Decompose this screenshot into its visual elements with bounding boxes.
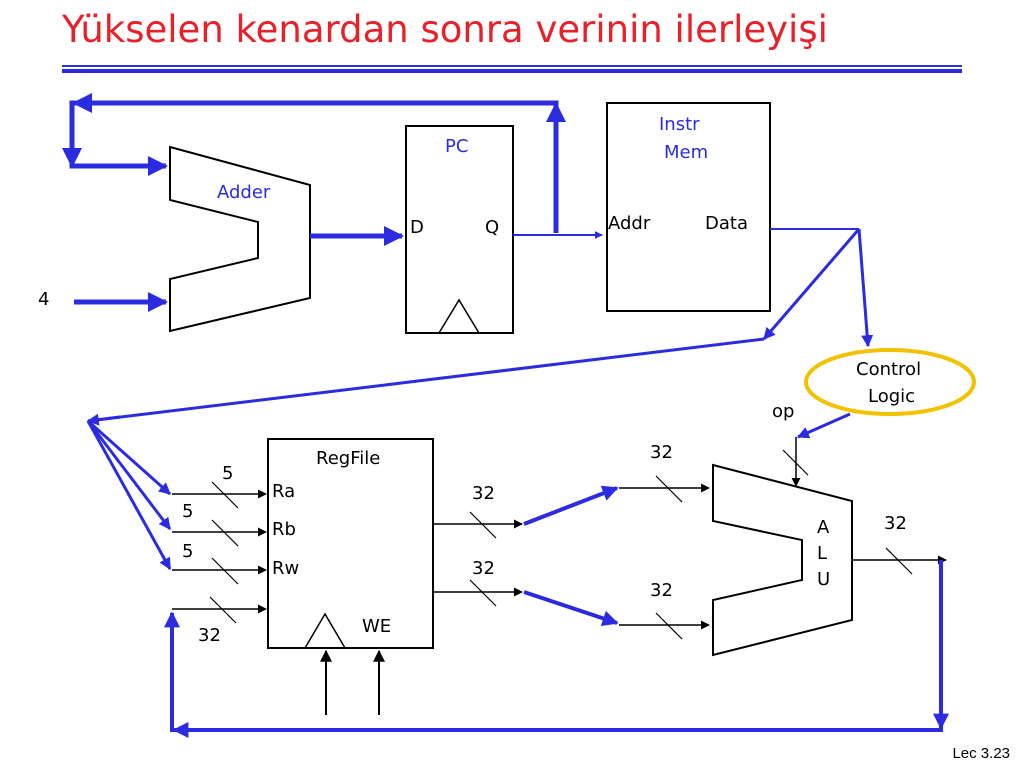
reg-a-to-alu-wire (523, 485, 619, 526)
control-op-wire (796, 412, 851, 439)
alu-label-l: L (817, 543, 827, 564)
title-underline (62, 65, 962, 73)
reg-b-to-alu-wire (523, 590, 619, 627)
control-logic-block (804, 348, 976, 416)
pc-label: PC (445, 136, 468, 157)
reg-out-a-bus-width: 32 (472, 483, 495, 504)
adder-label: Adder (217, 182, 271, 203)
alu-in-b-slash (655, 612, 683, 640)
instruction-bus-arrow (86, 413, 121, 426)
regfile-label: RegFile (316, 448, 380, 469)
instr-mem-data-label: Data (705, 213, 748, 234)
reg-out-b-bus-width: 32 (472, 558, 495, 579)
op-bus-width: 32 (650, 442, 673, 463)
regfile-block (267, 438, 434, 649)
rb-bus-width: 5 (182, 501, 193, 522)
data-to-regfile-split-wire (762, 228, 861, 340)
control-logic-label-line2: Logic (868, 386, 915, 407)
constant-four-label: 4 (38, 289, 49, 310)
rb-bus-slash (211, 519, 239, 547)
pc-register (405, 125, 514, 334)
fan-to-rw-wire (86, 420, 172, 571)
op-label: op (772, 401, 794, 422)
regfile-clock-triangle (304, 612, 346, 649)
regfile-ra-label: Ra (272, 481, 295, 502)
reg-out-a-slash (469, 511, 497, 539)
ra-bus-slash (211, 481, 239, 509)
instr-mem-addr-label: Addr (608, 213, 651, 234)
regfile-we-label: WE (362, 616, 391, 637)
reg-out-b-slash (469, 579, 497, 607)
alu-label-u: U (817, 569, 830, 590)
regfile-rw-label: Rw (272, 558, 299, 579)
alu-block (712, 463, 853, 657)
control-logic-label-line1: Control (856, 359, 921, 380)
fan-to-ra-wire (87, 419, 171, 496)
fan-to-rb-wire (86, 420, 172, 530)
adder-block (169, 145, 311, 333)
alu-out-slash (885, 547, 913, 575)
slide-number: Lec 3.23 (952, 745, 1010, 762)
instr-mem-label-line1: Instr (659, 114, 700, 135)
alu-label-a: A (817, 517, 830, 538)
writeback-loop-wire (164, 560, 943, 732)
instr-mem-block (606, 102, 771, 312)
write-data-bus-width: 32 (198, 625, 221, 646)
write-data-bus-slash (209, 596, 237, 624)
alu-in-b-bus-width: 32 (650, 580, 673, 601)
op-bus-slash (782, 449, 809, 476)
ra-bus-width: 5 (222, 463, 233, 484)
instr-mem-label-line2: Mem (664, 142, 708, 163)
data-to-control-wire (857, 228, 874, 348)
slide-title: Yükselen kenardan sonra verinin ilerleyi… (62, 8, 828, 51)
pc-clock-triangle (438, 298, 480, 334)
rw-bus-width: 5 (182, 541, 193, 562)
pc-d-label: D (410, 217, 424, 238)
alu-in-a-slash (655, 475, 683, 503)
alu-out-bus-width: 32 (884, 513, 907, 534)
rw-bus-slash (211, 557, 239, 585)
instruction-bus-wire (87, 337, 765, 423)
regfile-rb-label: Rb (272, 519, 296, 540)
pc-q-label: Q (485, 217, 499, 238)
